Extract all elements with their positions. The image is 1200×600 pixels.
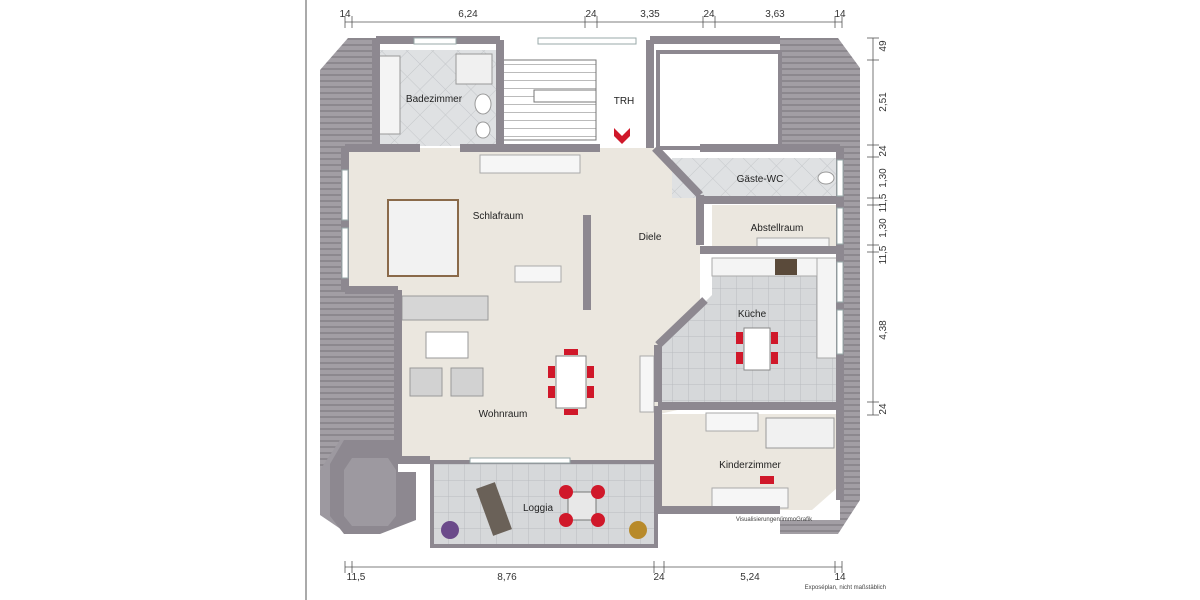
top-dim-5: 24 [703, 9, 715, 20]
sideboard [639, 355, 655, 413]
kids-bed [765, 417, 835, 449]
loggia-table [567, 491, 597, 521]
bathtub [377, 55, 401, 135]
washbasin [474, 93, 492, 115]
room-diele: Diele [639, 232, 662, 243]
sun-lounger [476, 482, 512, 536]
room-gaeste-wc: Gäste-WC [737, 174, 784, 185]
top-dim-4: 3,35 [640, 9, 660, 20]
top-dim-2: 6,24 [458, 9, 478, 20]
footnote: Exposéplan, nicht maßstäblich [805, 585, 886, 591]
bottom-dim-2: 8,76 [497, 572, 517, 583]
roof-left [320, 38, 398, 470]
right-dimension-line [867, 37, 879, 416]
right-dim-8: 4,38 [878, 320, 889, 340]
right-dim-1: 49 [878, 40, 889, 52]
kids-shelf [705, 412, 759, 432]
top-dim-1: 14 [339, 9, 351, 20]
wardrobe [479, 154, 581, 174]
kids-desk [711, 487, 789, 509]
armchair-right [450, 367, 484, 397]
bottom-dim-3: 24 [653, 572, 665, 583]
coffee-table [425, 331, 469, 359]
bed [387, 199, 459, 277]
windows [341, 37, 844, 464]
room-loggia: Loggia [523, 503, 553, 514]
bottom-dimension-line [344, 561, 843, 573]
desk [514, 265, 562, 283]
right-dim-9: 24 [878, 403, 889, 415]
tower-bottom-left-inner [344, 458, 396, 526]
room-trh: TRH [614, 96, 635, 107]
room-kueche: Küche [738, 309, 767, 320]
room-badezimmer: Badezimmer [406, 94, 463, 105]
wc-toilet [817, 171, 835, 185]
stove [775, 259, 797, 275]
right-dim-3: 24 [878, 145, 889, 157]
top-dimension-line [344, 16, 843, 28]
right-dim-5: 11,5 [878, 193, 889, 212]
top-dim-6: 3,63 [765, 9, 785, 20]
bath-toilet [475, 121, 491, 139]
bottom-dim-4: 5,24 [740, 572, 760, 583]
room-schlafraum: Schlafraum [473, 211, 524, 222]
void-area [656, 50, 782, 150]
armchair-left [409, 367, 443, 397]
right-dim-2: 2,51 [878, 92, 889, 112]
plant-right [629, 521, 647, 539]
dining-chairs [548, 332, 778, 527]
walls [341, 36, 844, 514]
right-dim-6: 1,30 [878, 218, 889, 238]
kitchen-table [743, 327, 771, 371]
right-dim-7: 11,5 [878, 245, 889, 264]
stair-landing [533, 89, 597, 103]
bottom-dim-1: 11,5 [347, 572, 366, 583]
dining-table [555, 355, 587, 409]
loggia-floor [430, 460, 658, 548]
shower [455, 53, 493, 85]
plant-left [441, 521, 459, 539]
room-abstellraum: Abstellraum [751, 223, 804, 234]
sofa [401, 295, 489, 321]
room-kinderzimmer: Kinderzimmer [719, 460, 781, 471]
right-dim-4: 1,30 [878, 168, 889, 188]
watermark: Visualisierungen/immoGrafik [736, 517, 813, 523]
room-wohnraum: Wohnraum [479, 409, 528, 420]
entrance-arrow-icon [614, 128, 630, 144]
top-dim-7: 14 [834, 9, 846, 20]
top-dim-3: 24 [585, 9, 597, 20]
bottom-dim-5: 14 [834, 572, 846, 583]
kitchen-counter-right [816, 257, 838, 359]
